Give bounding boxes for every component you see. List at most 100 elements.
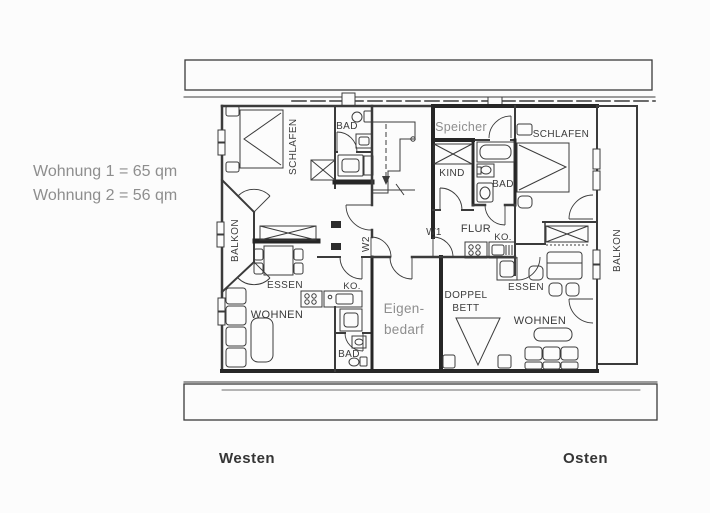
label-dining-west: ESSEN (267, 280, 303, 291)
bath-west-top: BAD (336, 110, 373, 149)
window-icon (217, 129, 226, 143)
door-kitchen-west (339, 256, 363, 280)
sink-icon (323, 290, 363, 308)
label-balcony-east: BALKON (612, 229, 623, 272)
label-hall-east: FLUR (461, 223, 491, 235)
apartment-size-notes: Wohnung 1 = 65 qm Wohnung 2 = 56 qm (33, 160, 177, 208)
kitchen-east: KO. (464, 232, 518, 281)
sideboard-icon (259, 225, 317, 241)
wardrobe-icon (545, 225, 589, 246)
label-attic: Speicher (435, 120, 487, 134)
sink-icon (476, 163, 495, 178)
door-bath-east (484, 204, 506, 226)
door-dining-east (516, 256, 541, 281)
chair-icon (517, 195, 533, 209)
apartment2-size-note: Wohnung 2 = 56 qm (33, 187, 178, 204)
door-w2-entry (345, 204, 372, 231)
chair-icon (548, 282, 563, 297)
double-bed-icon (455, 317, 501, 367)
double-bed-room-east: DOPPEL BETT (442, 290, 512, 369)
window-icon (592, 249, 601, 265)
door-w1-entry (432, 236, 454, 258)
living-east: WOHNEN (514, 315, 579, 370)
compass-west-label: Westen (219, 450, 276, 467)
door-bath-west-bottom (344, 332, 364, 352)
door-arcs (237, 115, 594, 352)
door-owner-room (389, 256, 413, 280)
sink-icon (488, 241, 516, 259)
bedroom-east: SCHLAFEN (516, 123, 590, 209)
label-bath-west-bottom: BAD (338, 349, 360, 360)
label-dining-east: ESSEN (508, 282, 544, 293)
compass-east-label: Osten (563, 450, 609, 467)
nightstand-icon (516, 123, 533, 136)
bed-icon (516, 142, 570, 193)
door-w2-landing (370, 236, 392, 258)
window-icon (217, 142, 226, 156)
door-child-room (439, 187, 463, 211)
label-bedroom-west: SCHLAFEN (288, 118, 299, 175)
dining-west: ESSEN (253, 225, 317, 291)
stairs-icon (372, 121, 416, 196)
window-icon (592, 148, 601, 170)
nightstand-icon (225, 105, 240, 117)
label-balcony-west: BALKON (230, 219, 241, 262)
door-balcony-west-living (237, 261, 271, 286)
child-room-east: KIND (433, 143, 473, 179)
nightstand-icon (442, 354, 456, 369)
sink-icon (355, 133, 373, 149)
window-icon (217, 297, 226, 312)
wardrobe-icon (310, 159, 336, 181)
label-owner-room-line1: Eigen- (384, 301, 425, 316)
stove-icon (300, 290, 323, 308)
coffee-table-icon (533, 327, 573, 342)
fridge-icon (339, 308, 363, 332)
label-owner-room-line2: bedarf (384, 322, 424, 337)
sofa-icon (225, 287, 247, 368)
label-bath-east: BAD (492, 179, 514, 190)
sofa-icon (524, 346, 579, 370)
label-kitchen-east: KO. (494, 232, 512, 243)
sink-icon (351, 335, 367, 349)
door-jamb (331, 243, 341, 250)
balcony-railing-icon (216, 234, 225, 248)
door-jamb (331, 221, 341, 228)
apartment-west-walls (217, 105, 375, 372)
bed-icon (433, 143, 473, 165)
bathtub-icon (476, 141, 515, 163)
bedroom-west-furniture: SCHLAFEN (225, 105, 336, 181)
window-icon (592, 170, 601, 191)
apartment1-size-note: Wohnung 1 = 65 qm (33, 163, 178, 180)
sofa-icon (546, 251, 583, 280)
bath-east: BAD (476, 141, 515, 203)
label-living-east: WOHNEN (514, 315, 567, 327)
label-double-bed-line2: BETT (452, 303, 479, 314)
dining-table-icon (253, 245, 304, 276)
door-balcony-west-bedroom (237, 188, 271, 213)
label-double-bed-line1: DOPPEL (445, 290, 488, 301)
window-icon (592, 264, 601, 280)
door-balcony-east-bedroom (568, 194, 594, 220)
bed-icon (239, 109, 284, 169)
balcony-railing-icon (216, 221, 225, 235)
label-bedroom-east: SCHLAFEN (533, 129, 590, 140)
window-icon (217, 311, 226, 326)
kitchen-west: KO. (300, 281, 363, 332)
door-attic (488, 115, 512, 139)
apartment-east-walls (431, 105, 601, 280)
door-bath-west-top (336, 131, 358, 153)
bath-west-bottom: BAD (338, 335, 368, 367)
label-bath-west-top: BAD (336, 121, 358, 132)
nightstand-icon (497, 354, 512, 369)
coffee-table-icon (250, 317, 274, 363)
armchair-icon (528, 265, 544, 281)
roof-edge-bottom (183, 381, 658, 421)
label-w2-door: W2 (361, 236, 372, 252)
nightstand-icon (225, 161, 240, 173)
utility-niche-west (337, 154, 374, 177)
washing-machine-icon (337, 154, 364, 177)
label-child-room: KIND (439, 168, 465, 179)
living-west: WOHNEN (225, 287, 303, 368)
stove-icon (464, 241, 488, 259)
door-balcony-east-living (568, 298, 594, 324)
